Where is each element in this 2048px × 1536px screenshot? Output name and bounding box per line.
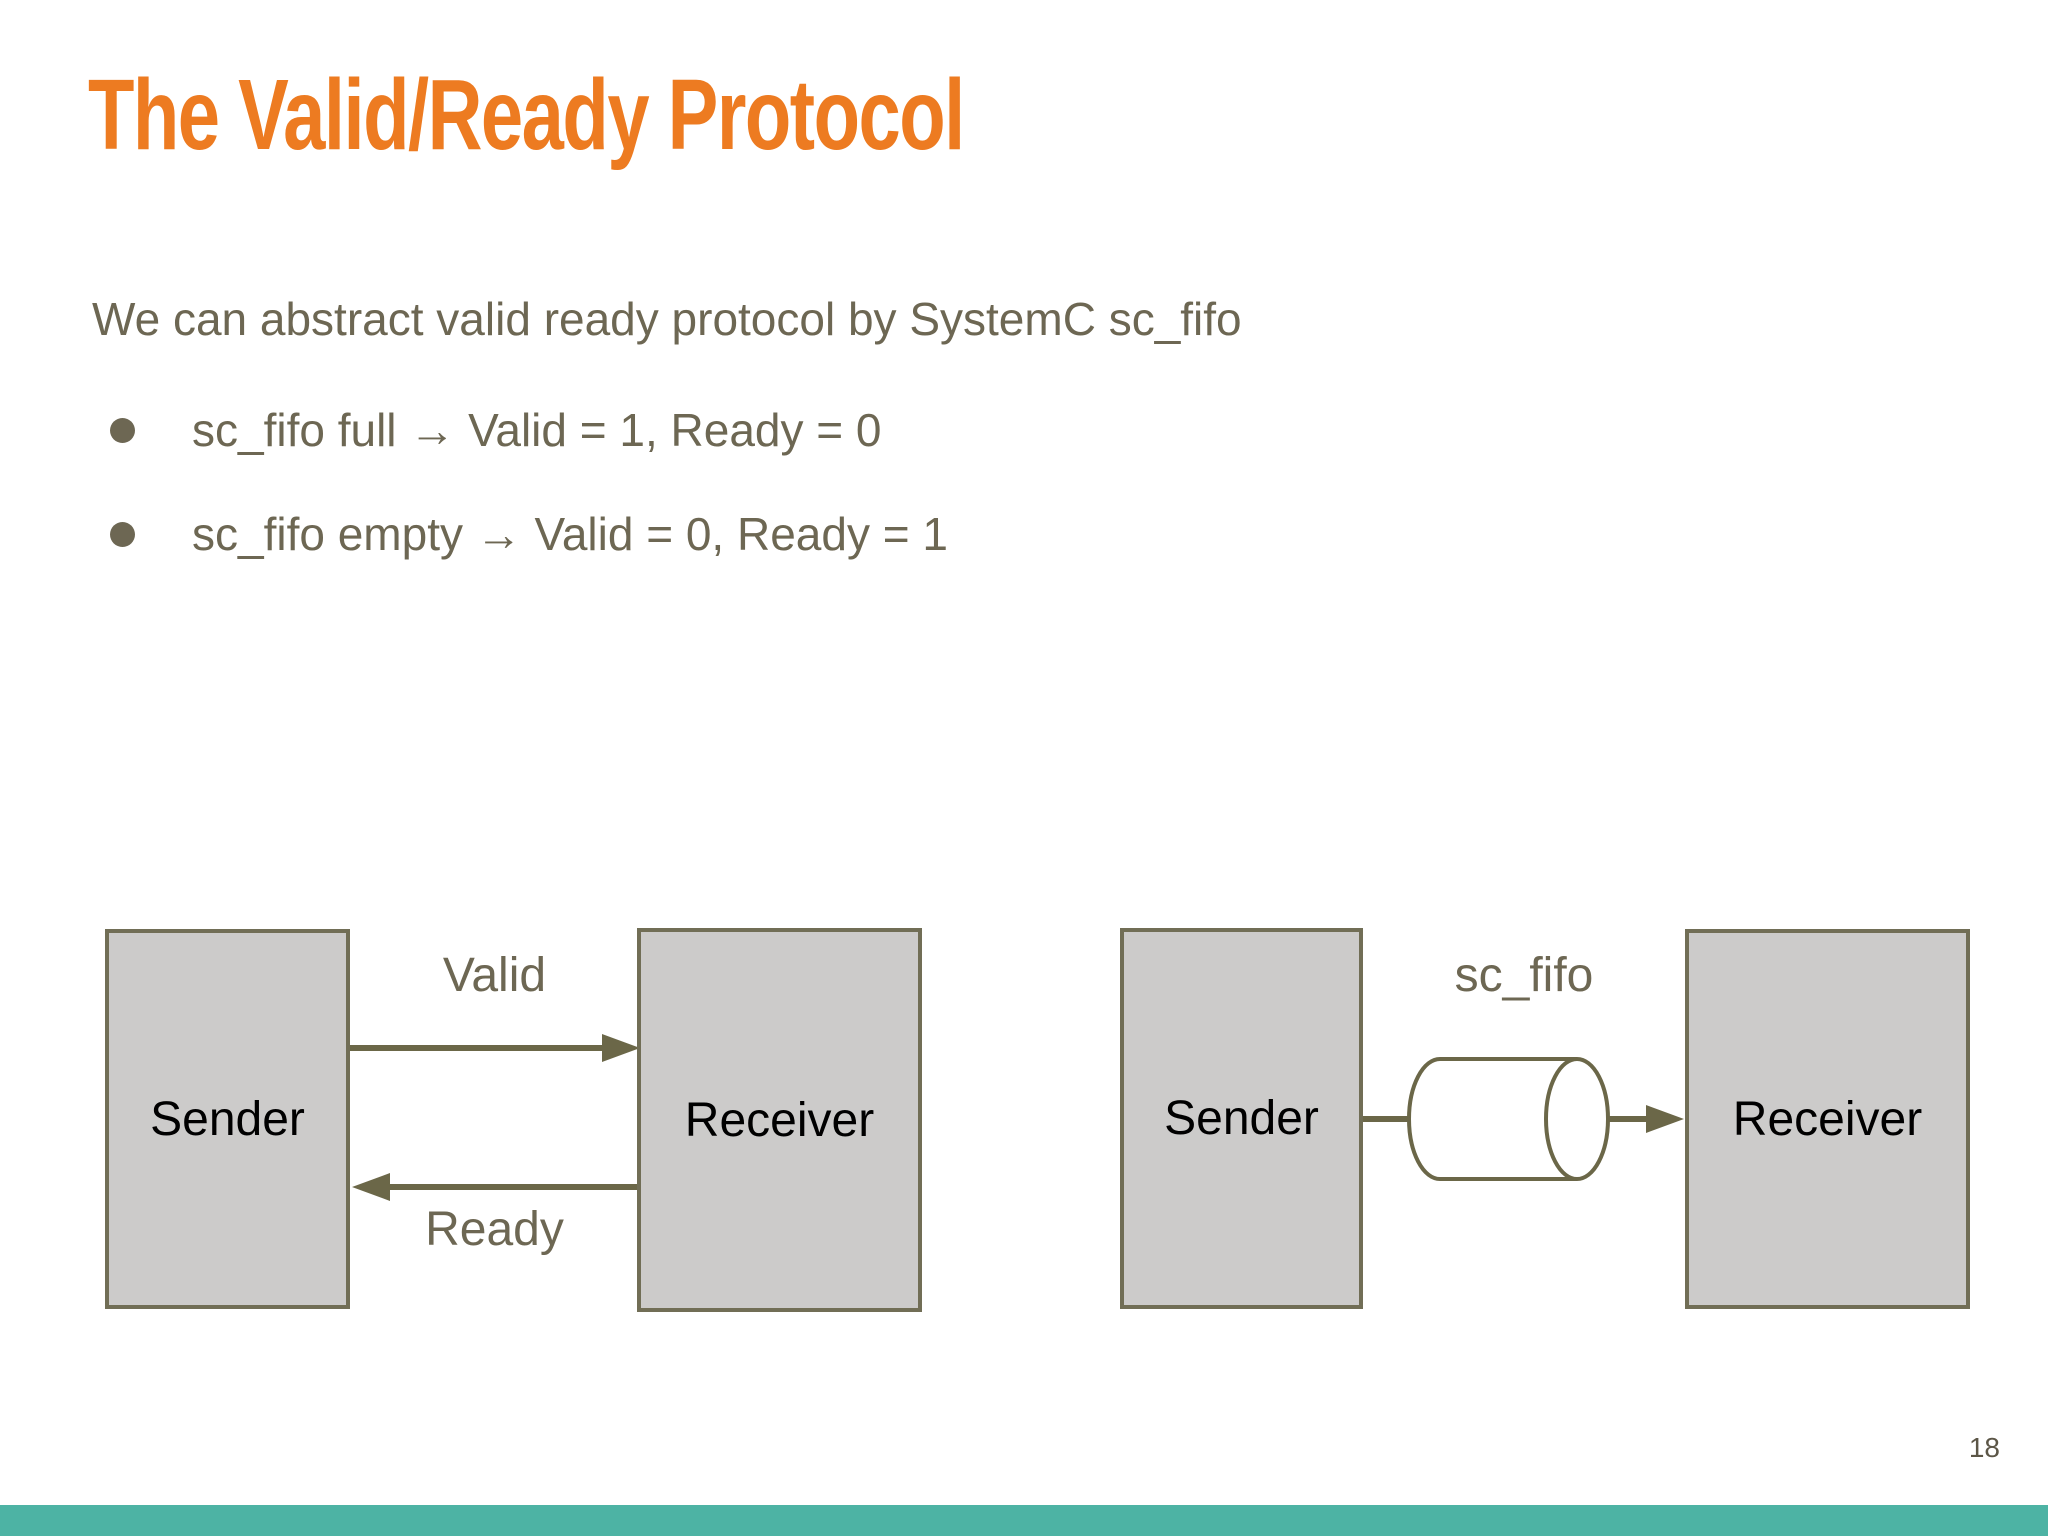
valid-arrow-label: Valid <box>442 949 547 1002</box>
bullet-dot-icon <box>110 418 135 443</box>
receiver-box-left: Receiver <box>637 928 922 1312</box>
bullet-text: sc_fifo empty → Valid = 0, Ready = 1 <box>192 508 948 560</box>
bullet-item: sc_fifo empty → Valid = 0, Ready = 1 <box>92 502 948 566</box>
bullet-dot-icon <box>110 522 135 547</box>
slide-title: The Valid/Ready Protocol <box>88 59 965 171</box>
sc-fifo-channel-label: sc_fifo <box>1454 949 1594 1002</box>
receiver-box-label: Receiver <box>1732 1092 1923 1146</box>
bullet-item: sc_fifo full → Valid = 1, Ready = 0 <box>92 398 948 462</box>
fifo-to-receiver-arrow <box>1608 1105 1684 1133</box>
receiver-box-label: Receiver <box>684 1093 875 1147</box>
receiver-box-right: Receiver <box>1685 929 1970 1309</box>
bullet-list: sc_fifo full → Valid = 1, Ready = 0 sc_f… <box>92 398 948 606</box>
ready-arrow-label: Ready <box>425 1203 564 1256</box>
sc-fifo-cylinder-icon <box>1407 1057 1610 1181</box>
sender-box-right: Sender <box>1120 928 1363 1309</box>
intro-text: We can abstract valid ready protocol by … <box>92 293 1242 345</box>
sender-box-left: Sender <box>105 929 350 1309</box>
footer-accent-bar <box>0 1505 2048 1536</box>
sender-box-label: Sender <box>150 1092 305 1146</box>
bullet-text: sc_fifo full → Valid = 1, Ready = 0 <box>192 404 882 456</box>
sender-box-label: Sender <box>1164 1092 1319 1145</box>
page-number: 18 <box>1968 1432 2000 1463</box>
valid-arrow <box>350 1034 640 1062</box>
